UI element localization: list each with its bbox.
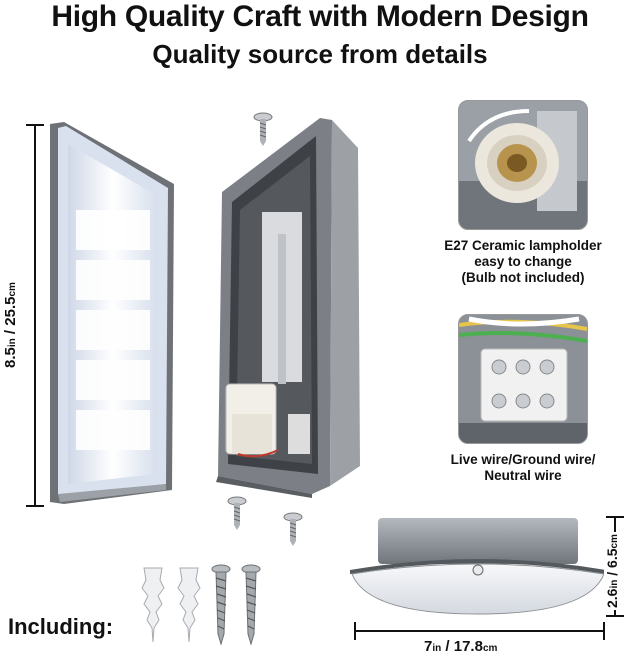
depth-dimension-cap-top: [606, 516, 624, 518]
width-dimension-line: [354, 630, 604, 632]
wall-anchor-icon: [177, 567, 201, 643]
page-subtitle: Quality source from details: [152, 39, 488, 69]
screw-icon: [227, 496, 247, 530]
page-title: High Quality Craft with Modern Design: [51, 0, 589, 33]
including-label: Including:: [8, 614, 114, 639]
height-dimension-cap-top: [26, 124, 44, 126]
wood-screw-icon: [241, 564, 261, 646]
housing-base-image: [216, 118, 360, 498]
wood-screw-icon: [211, 564, 231, 646]
height-dimension-line: [34, 124, 36, 506]
height-dimension-cap-bottom: [26, 505, 44, 507]
wall-anchor-icon: [141, 567, 165, 643]
side-view-product-image: [350, 518, 606, 615]
screw-icon: [283, 512, 303, 546]
lampholder-detail-image: [458, 100, 588, 230]
width-dimension-cap-left: [354, 622, 356, 640]
diffuser-cover-image: [50, 122, 174, 504]
depth-dimension-label: 2.6in / 6.5cm: [604, 532, 620, 610]
width-dimension-cap-right: [603, 622, 605, 640]
screw-icon: [253, 112, 273, 146]
depth-dimension-cap-bottom: [606, 615, 624, 617]
width-dimension-label: 7in / 17.8cm: [424, 638, 498, 655]
lampholder-caption: E27 Ceramic lampholder easy to change (B…: [444, 238, 602, 285]
terminal-block-detail-image: [458, 314, 588, 444]
wiring-caption: Live wire/Ground wire/ Neutral wire: [450, 452, 596, 483]
height-dimension-label: 8.5in / 25.5cm: [2, 280, 19, 370]
